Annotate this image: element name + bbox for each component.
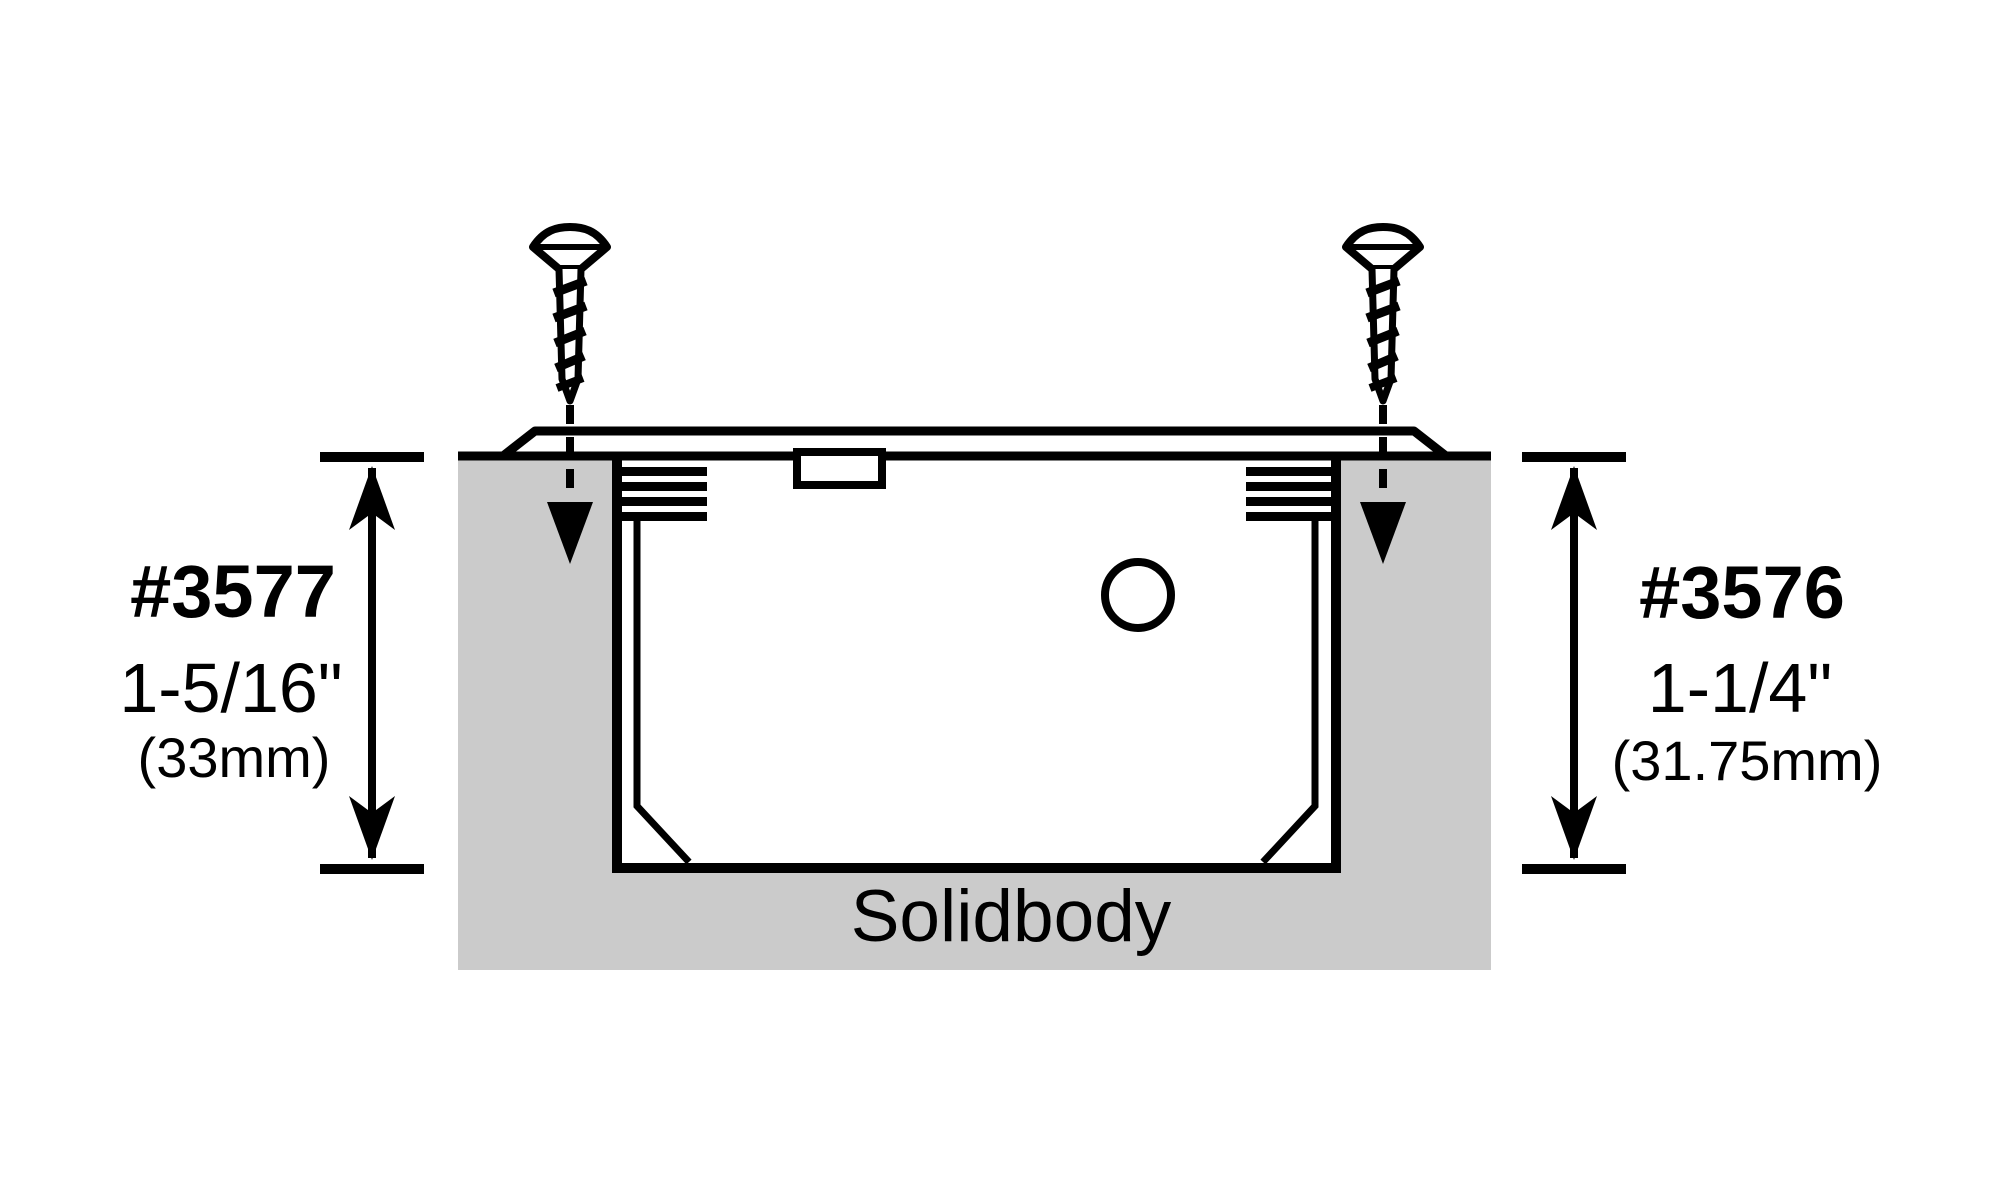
- metric-dimension-label: (31.75mm): [1612, 729, 1883, 792]
- pickup-wall-right: [1260, 514, 1319, 865]
- part-number-label: #3576: [1639, 551, 1845, 634]
- depth-dimension-left: #3577 1-5/16" (33mm): [119, 452, 424, 874]
- inch-dimension-label: 1-1/4": [1648, 649, 1832, 727]
- double-headed-arrow-icon: [349, 466, 395, 860]
- part-number-label: #3577: [130, 550, 336, 633]
- pickup-wall-left: [633, 514, 692, 865]
- plate-notch: [793, 448, 886, 489]
- pickup-cavity: [612, 451, 1341, 873]
- depth-dimension-right: #3576 1-1/4" (31.75mm): [1522, 452, 1883, 874]
- double-headed-arrow-icon: [1551, 466, 1597, 860]
- pickup-hole: [1101, 558, 1175, 632]
- solidbody-label: Solidbody: [851, 876, 1172, 957]
- metric-dimension-label: (33mm): [138, 726, 331, 789]
- mounting-thread-lines-left: [622, 467, 707, 521]
- inch-dimension-label: 1-5/16": [119, 649, 342, 727]
- mounting-thread-lines-right: [1246, 467, 1331, 521]
